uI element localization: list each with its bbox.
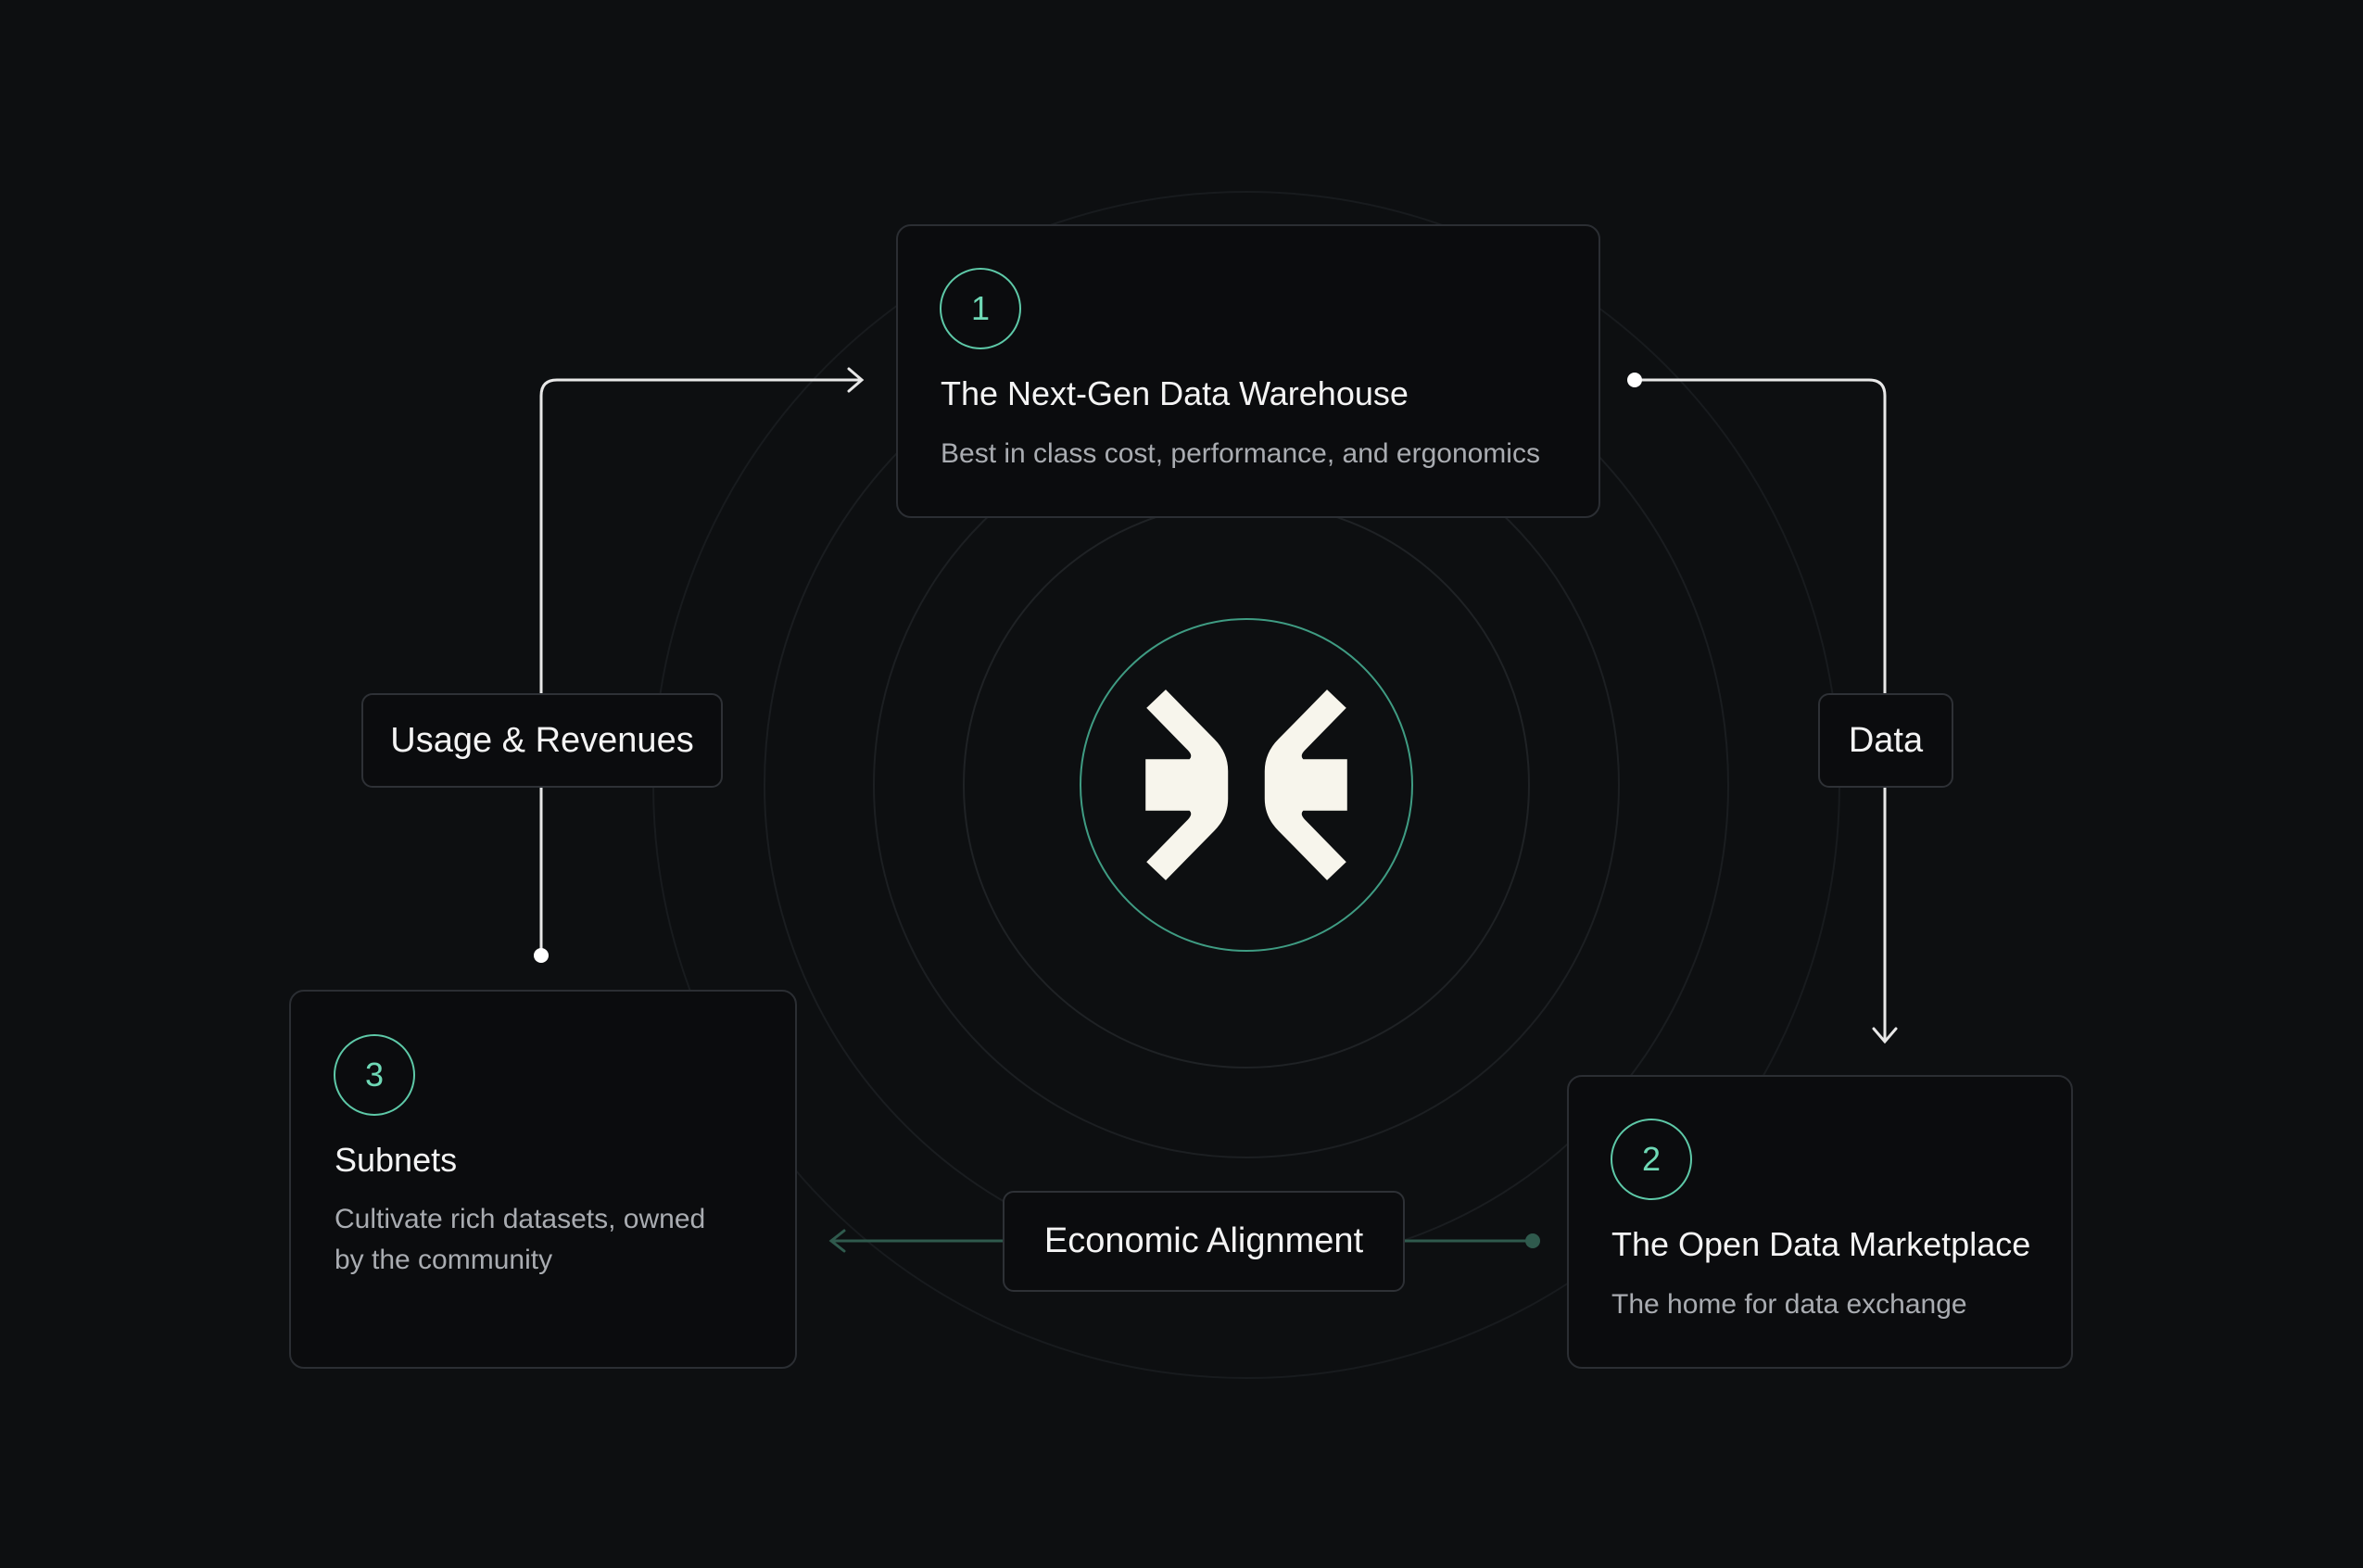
card-title: The Open Data Marketplace: [1611, 1225, 2031, 1263]
step-number-badge: 1: [940, 268, 1021, 349]
usage-connector: [539, 367, 865, 955]
data-connector-start-dot: [1627, 373, 1642, 387]
card-description: The home for data exchange: [1611, 1289, 1967, 1320]
step-number-badge: 3: [334, 1034, 415, 1116]
warehouse-card: 1 The Next-Gen Data Warehouse Best in cl…: [896, 224, 1600, 518]
card-description: Cultivate rich datasets, owned by the co…: [335, 1204, 706, 1275]
usage-revenues-label: Usage & Revenues: [361, 693, 723, 788]
marketplace-card: 2 The Open Data Marketplace The home for…: [1567, 1075, 2073, 1369]
data-connector: [1635, 378, 1898, 1044]
economic-alignment-label: Economic Alignment: [1003, 1191, 1405, 1292]
step-number-badge: 2: [1611, 1119, 1692, 1200]
card-title: Subnets: [335, 1141, 458, 1179]
usage-connector-start-dot: [534, 948, 549, 963]
data-flow-label: Data: [1818, 693, 1953, 788]
subnets-card: 3 Subnets Cultivate rich datasets, owned…: [289, 990, 797, 1369]
card-description: Best in class cost, performance, and erg…: [941, 438, 1540, 469]
converging-arrows-logo-icon: [1145, 689, 1347, 880]
center-logo-ring: [1080, 618, 1413, 952]
card-title: The Next-Gen Data Warehouse: [941, 374, 1409, 412]
economic-connector-start-dot: [1525, 1233, 1540, 1248]
